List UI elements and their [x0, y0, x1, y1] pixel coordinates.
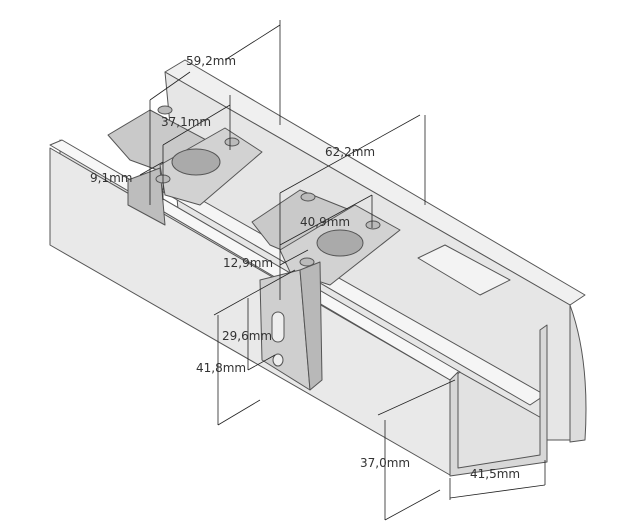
- bracket-1-hole-a: [157, 105, 173, 115]
- bracket-2-hole-low: [272, 353, 284, 367]
- bracket-2-hole-c: [299, 257, 315, 267]
- bracket-1-hole-b: [224, 137, 240, 147]
- bracket-2-countersink-hole: [316, 229, 364, 257]
- bracket-1-leg: [127, 167, 166, 226]
- rail-end-cap: [417, 244, 511, 296]
- channel-end-profile: [449, 324, 548, 477]
- bracket-1-countersink-hole: [171, 148, 221, 176]
- dimension-label-40-9: 40,9mm: [300, 215, 351, 229]
- back-rail-end-profile: [569, 304, 587, 443]
- bracket-2-slot: [271, 311, 285, 343]
- dimension-label-41-8: 41,8mm: [196, 361, 247, 375]
- dimension-lines: [139, 20, 546, 521]
- dimension-label-41-5: 41,5mm: [470, 467, 521, 481]
- dimension-label-62-2: 62,2mm: [325, 145, 376, 159]
- dimension-label-29-6: 29,6mm: [222, 329, 273, 343]
- bracket-2-leg-side: [299, 261, 323, 391]
- bracket-2-hole-b: [365, 220, 381, 230]
- dimension-label-37-0: 37,0mm: [360, 456, 411, 470]
- dimension-label-12-9: 12,9mm: [223, 256, 274, 270]
- dimension-label-9-1: 9,1mm: [90, 171, 133, 185]
- dimension-label-37-1: 37,1mm: [161, 115, 212, 129]
- dimension-label-59-2: 59,2mm: [186, 54, 237, 68]
- bracket-2-hole-a: [300, 192, 316, 202]
